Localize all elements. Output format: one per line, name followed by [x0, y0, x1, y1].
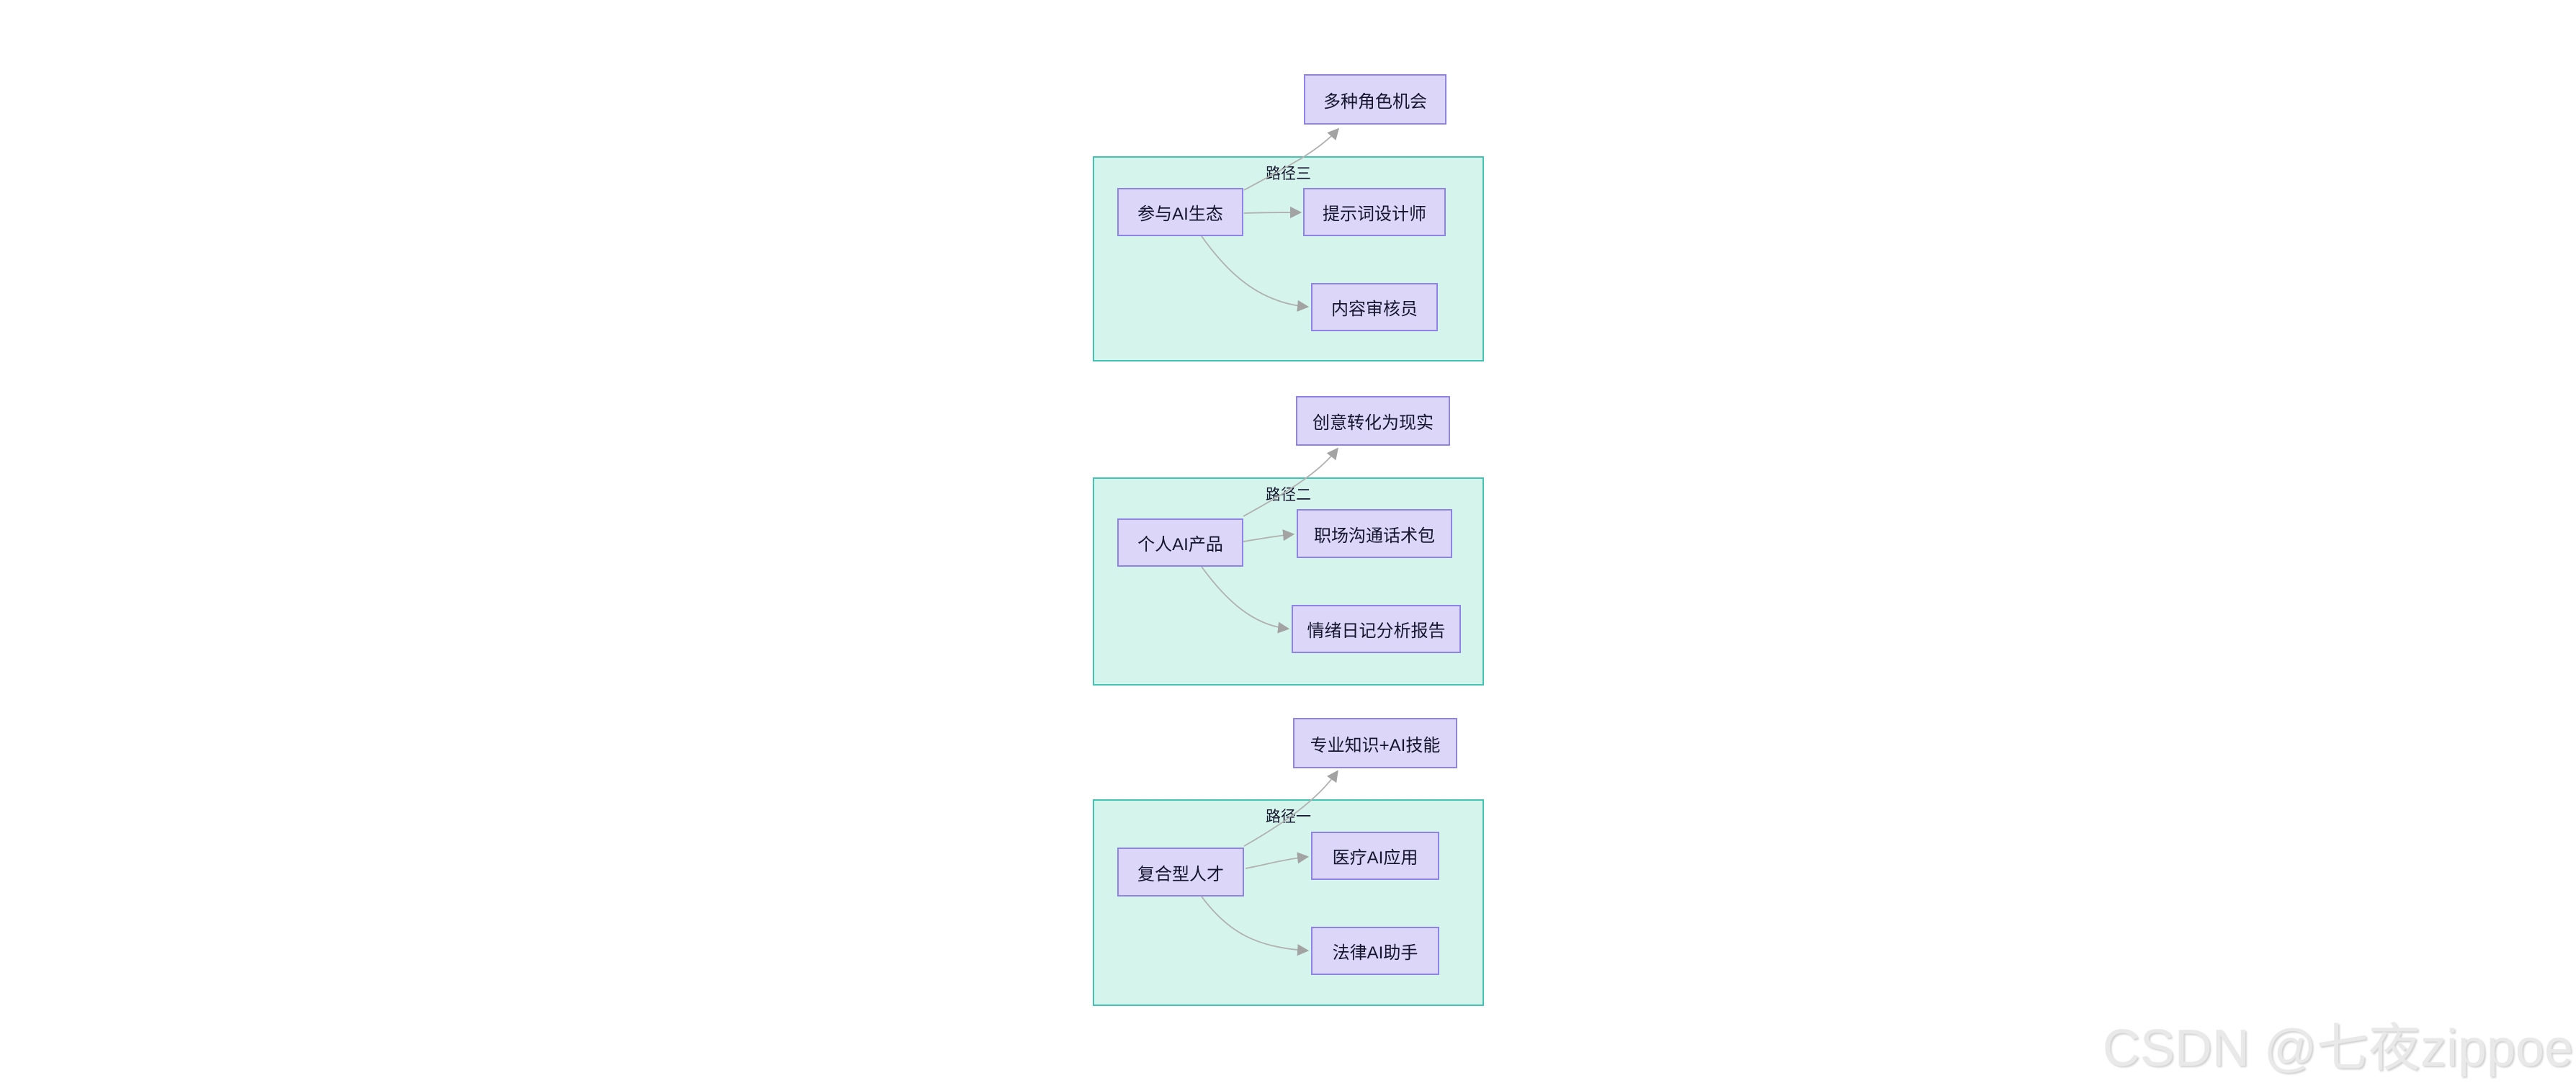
edge-join-eco-to-content-reviewer	[1201, 235, 1310, 312]
node-join-ai-ecosystem: 参与AI生态	[1117, 188, 1243, 236]
edge-compound-talent-to-medical-app	[1245, 852, 1310, 869]
subgraph-label: 路径三	[1266, 166, 1311, 182]
edge-personal-product-to-emotion-report	[1201, 566, 1290, 634]
edge-personal-product-to-idea-reality	[1243, 447, 1338, 517]
node-emotion-diary-report: 情绪日记分析报告	[1292, 605, 1461, 653]
edge-personal-product-to-workplace-pack	[1243, 529, 1295, 542]
edge-compound-talent-to-expertise-skill	[1243, 770, 1338, 847]
node-idea-to-reality: 创意转化为现实	[1296, 396, 1450, 446]
edge-join-eco-to-multi-role	[1243, 127, 1340, 191]
node-prompt-designer: 提示词设计师	[1303, 188, 1446, 236]
node-workplace-communication-pack: 职场沟通话术包	[1297, 509, 1452, 558]
node-legal-ai-assistant: 法律AI助手	[1311, 927, 1439, 975]
edge-join-eco-to-prompt-designer	[1243, 206, 1302, 219]
node-personal-ai-product: 个人AI产品	[1117, 518, 1243, 567]
csdn-watermark: CSDN @七夜zippoe	[2102, 1020, 2573, 1077]
subgraph-label: 路径一	[1266, 809, 1311, 825]
node-content-reviewer: 内容审核员	[1311, 283, 1438, 331]
node-compound-talent: 复合型人才	[1117, 848, 1244, 896]
node-expertise-plus-ai-skill: 专业知识+AI技能	[1293, 718, 1457, 768]
subgraph-label: 路径二	[1266, 487, 1311, 503]
node-medical-ai-application: 医疗AI应用	[1311, 832, 1439, 880]
node-multi-role-opportunities: 多种角色机会	[1304, 74, 1446, 125]
edge-compound-talent-to-legal-assistant	[1201, 896, 1310, 956]
